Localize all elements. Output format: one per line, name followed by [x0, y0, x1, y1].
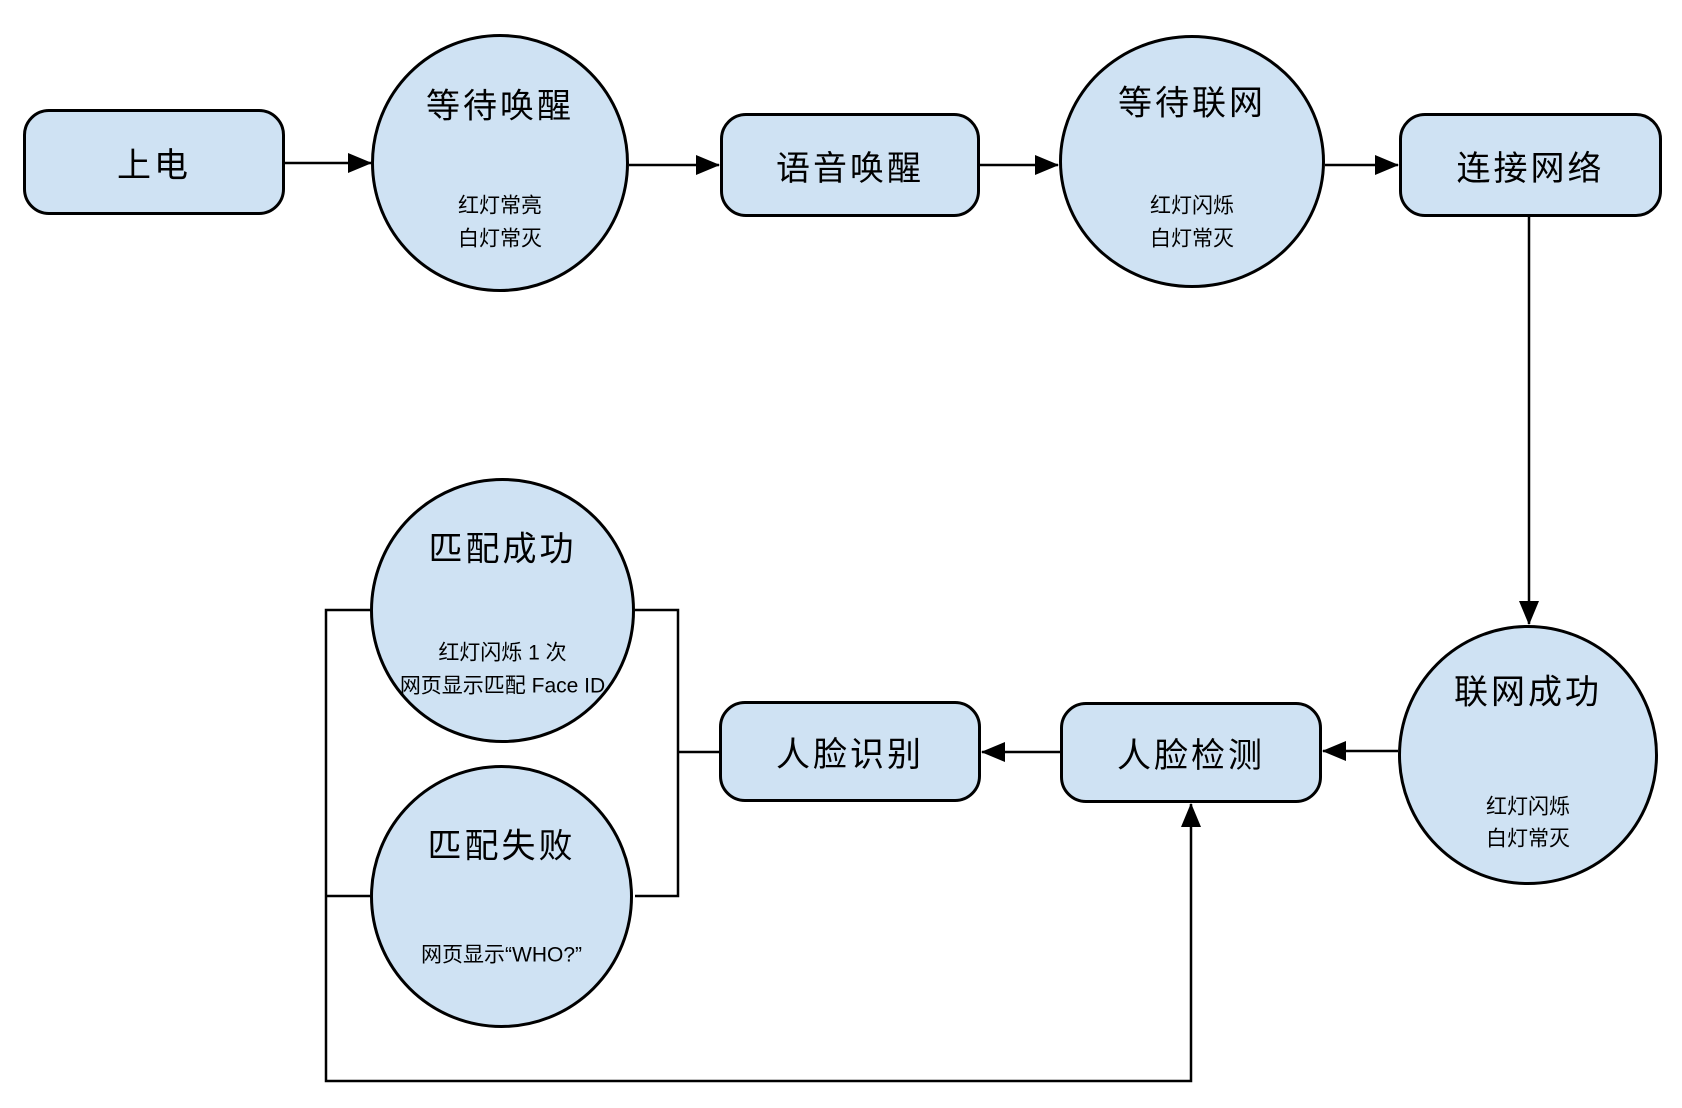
note-line: 红灯闪烁 1 次 — [438, 641, 567, 665]
node-network-success-notes: 红灯闪烁 白灯常灭 — [1401, 791, 1655, 856]
node-match-success-label: 匹配成功 — [428, 530, 577, 569]
node-wait-network-label: 等待联网 — [1118, 84, 1266, 123]
note-line: 红灯闪烁 — [1150, 194, 1234, 218]
node-match-fail: 匹配失败 网页显示“WHO?” — [370, 765, 633, 1028]
note-line: 红灯闪烁 — [1486, 795, 1570, 819]
node-face-recognize: 人脸识别 — [719, 701, 981, 802]
node-wait-network-notes: 红灯闪烁 白灯常灭 — [1062, 191, 1322, 256]
node-wait-wake-notes: 红灯常亮 白灯常灭 — [374, 191, 626, 256]
note-line: 白灯常灭 — [1486, 827, 1570, 851]
node-power-on: 上电 — [23, 109, 285, 215]
note-line: 白灯常灭 — [1150, 227, 1234, 251]
edge-face-recognize-branch-bracket — [635, 608, 719, 898]
node-voice-wake-label: 语音唤醒 — [776, 149, 924, 188]
note-line: 白灯常灭 — [458, 227, 542, 251]
node-face-recognize-label: 人脸识别 — [776, 736, 924, 774]
node-match-success-notes: 红灯闪烁 1 次 网页显示匹配 Face ID — [373, 638, 632, 703]
node-network-success-label: 联网成功 — [1454, 673, 1602, 712]
node-match-success: 匹配成功 红灯闪烁 1 次 网页显示匹配 Face ID — [370, 478, 635, 743]
node-wait-wake-label: 等待唤醒 — [426, 87, 574, 126]
node-match-fail-label: 匹配失败 — [427, 827, 576, 866]
note-line: 网页显示匹配 Face ID — [399, 674, 606, 698]
node-face-detect: 人脸检测 — [1060, 702, 1322, 803]
node-network-success: 联网成功 红灯闪烁 白灯常灭 — [1398, 625, 1658, 885]
node-wait-network: 等待联网 红灯闪烁 白灯常灭 — [1059, 35, 1325, 288]
node-connect-network: 连接网络 — [1399, 113, 1662, 217]
node-voice-wake: 语音唤醒 — [720, 113, 980, 217]
node-power-on-label: 上电 — [117, 146, 191, 185]
note-line: 网页显示“WHO?” — [421, 943, 582, 967]
node-match-fail-notes: 网页显示“WHO?” — [373, 939, 630, 972]
note-line: 红灯常亮 — [458, 194, 542, 218]
node-wait-wake: 等待唤醒 红灯常亮 白灯常灭 — [371, 34, 629, 292]
node-connect-network-label: 连接网络 — [1456, 149, 1605, 188]
node-face-detect-label: 人脸检测 — [1117, 737, 1265, 775]
